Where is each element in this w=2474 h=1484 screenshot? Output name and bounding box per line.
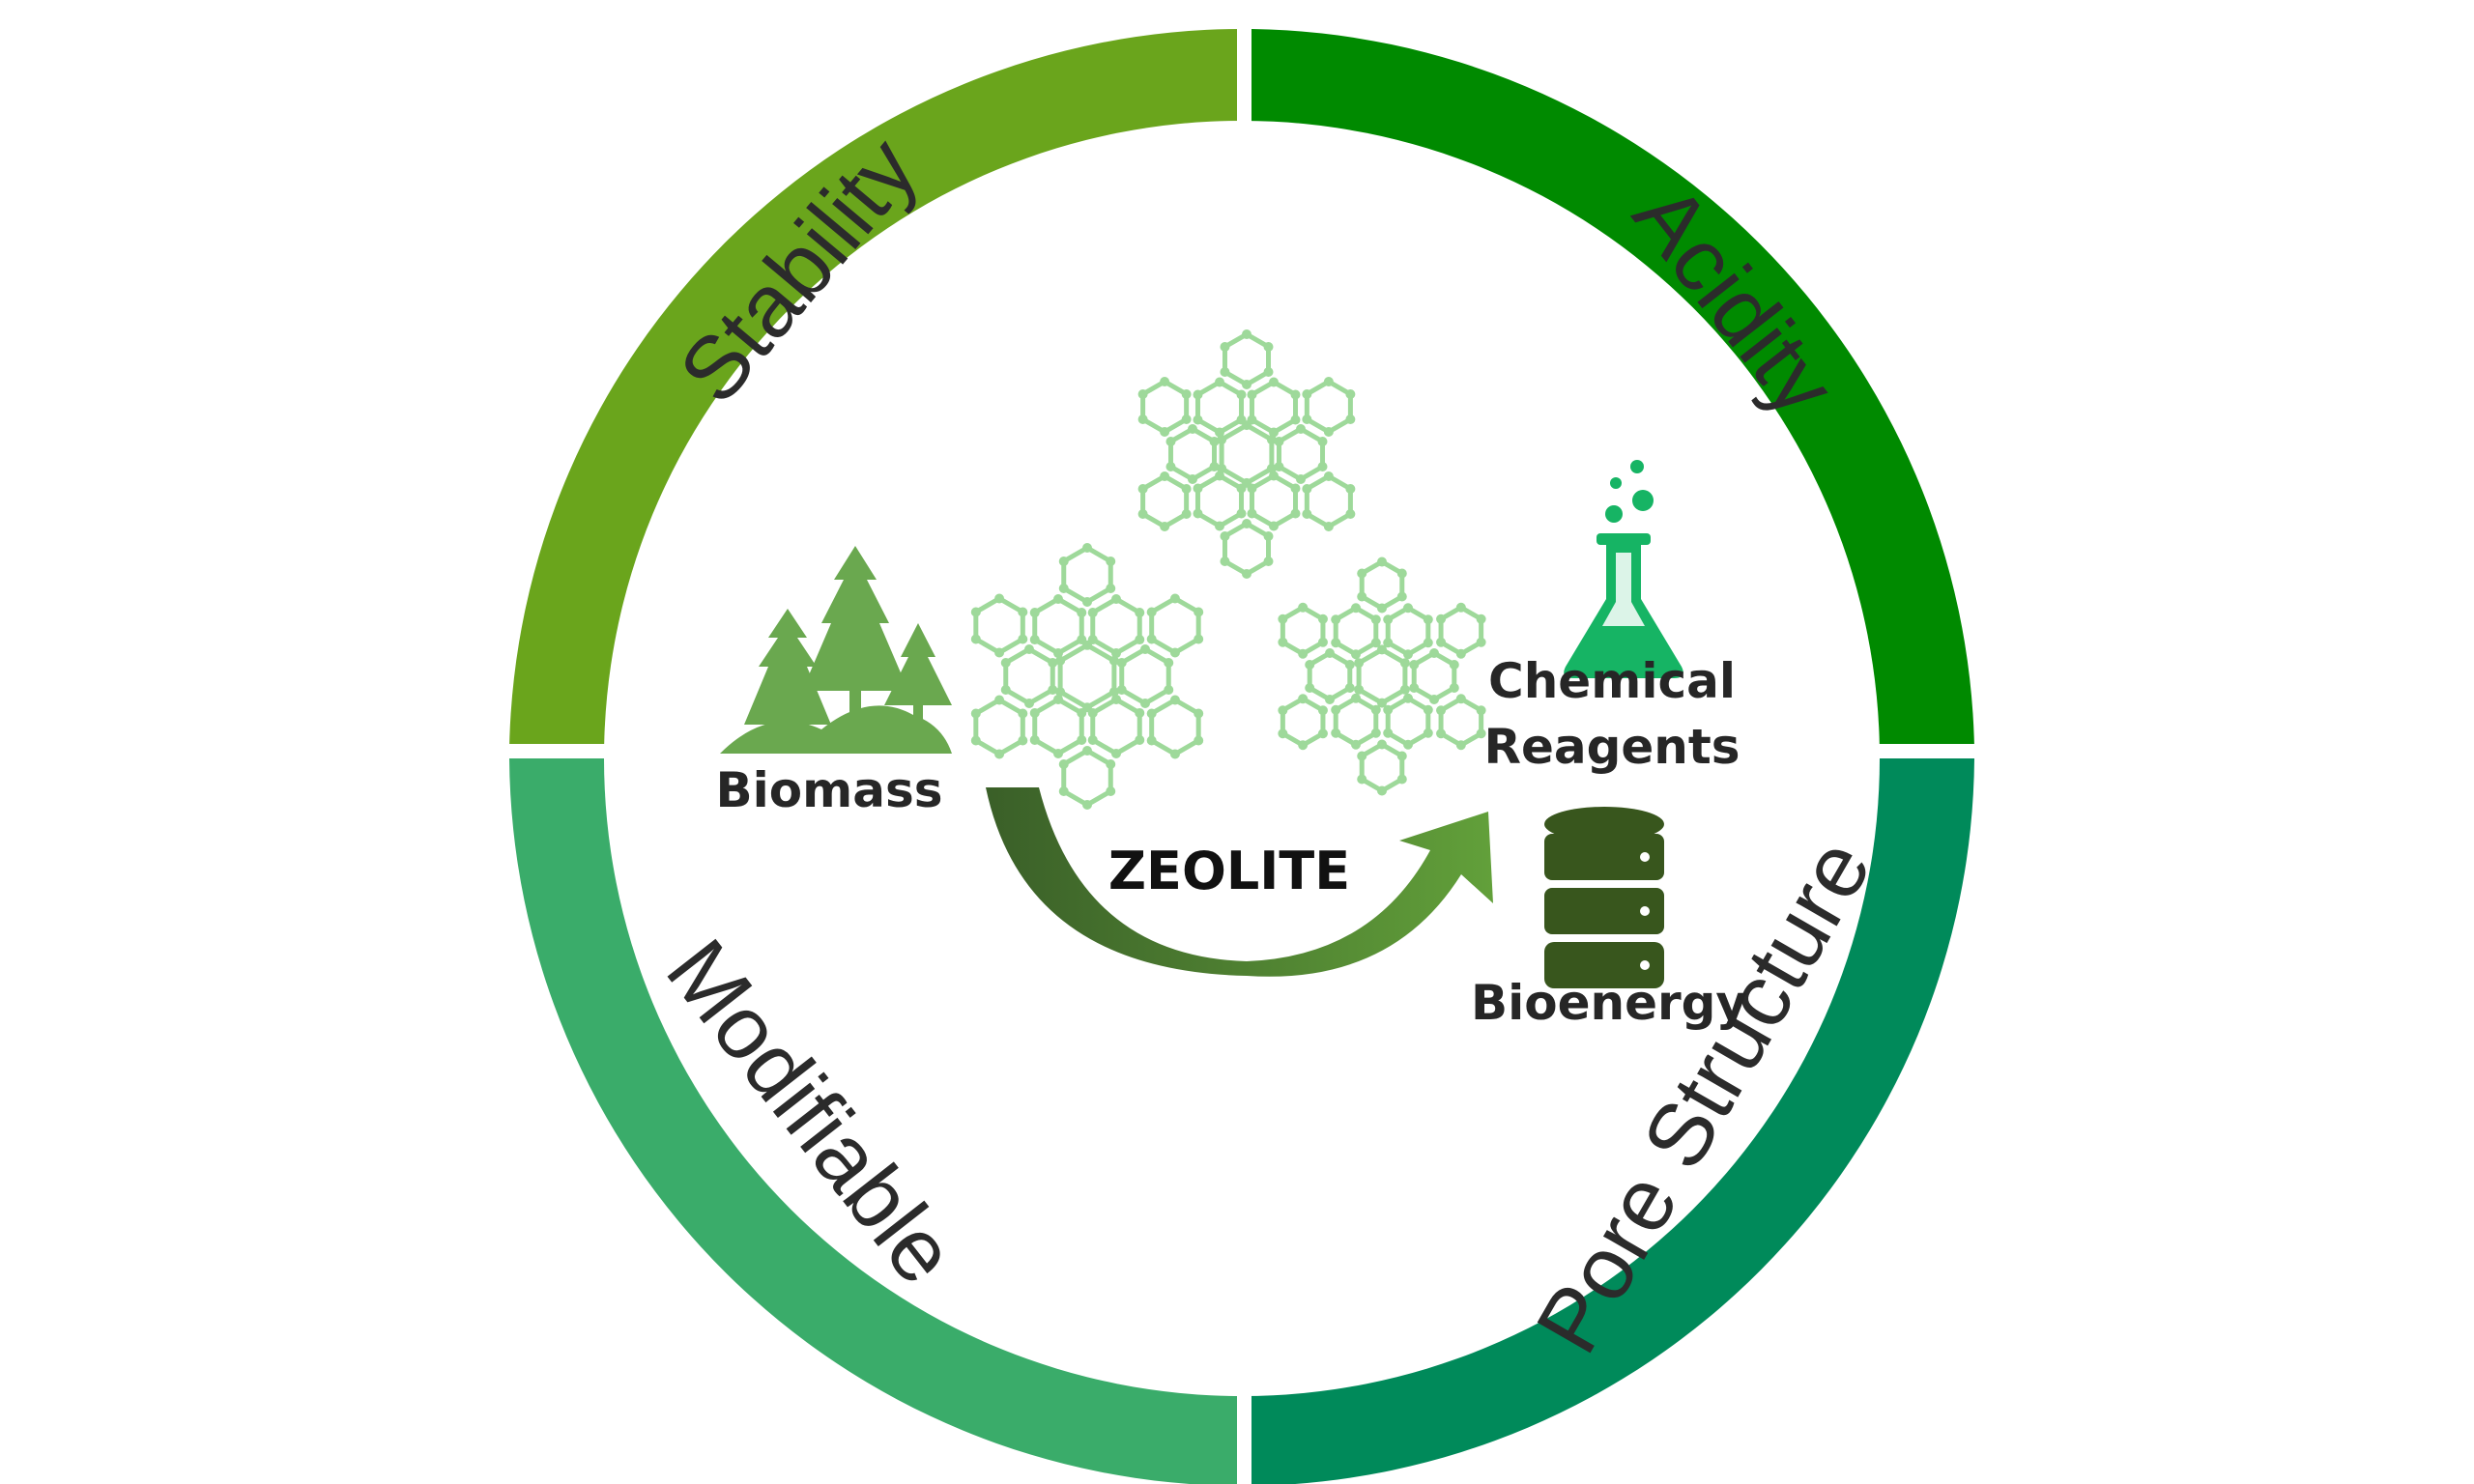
ring-segment-modifiable [509,758,1242,1484]
forest-icon [720,546,952,754]
zeolite-framework-icon [1137,329,1356,579]
flask-icon [1564,460,1683,678]
chemical-label-line2: Reagents [1483,719,1740,775]
zeolite-framework-icon [970,543,1204,810]
arrow-icon [986,787,1493,977]
bioenergy-label: Bioenergy [1471,975,1747,1031]
chemical-label-line1: Chemical [1488,653,1736,709]
ring [503,24,1981,1484]
database-icon [1544,807,1664,988]
zeolite-label: ZEOLITE [1108,841,1350,901]
zeolite-framework-icon [1278,556,1486,796]
biomass-label: Biomass [716,762,943,818]
ring-segment-pore-structure [1251,758,1974,1484]
